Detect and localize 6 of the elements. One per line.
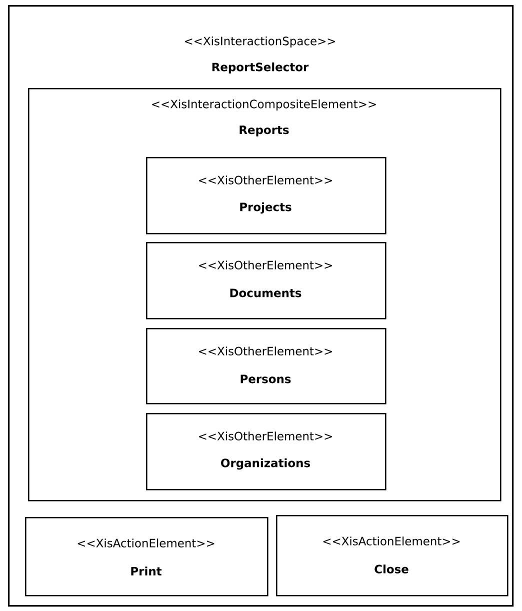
element-box: <<XisOtherElement>> Organizations xyxy=(146,413,386,490)
element-box: <<XisOtherElement>> Projects xyxy=(146,157,386,234)
element-box: <<XisOtherElement>> Documents xyxy=(146,242,386,320)
element-box: <<XisOtherElement>> Persons xyxy=(146,328,386,404)
element-box: <<XisActionElement>> Close xyxy=(276,515,508,596)
element-box: <<XisActionElement>> Print xyxy=(25,517,268,596)
